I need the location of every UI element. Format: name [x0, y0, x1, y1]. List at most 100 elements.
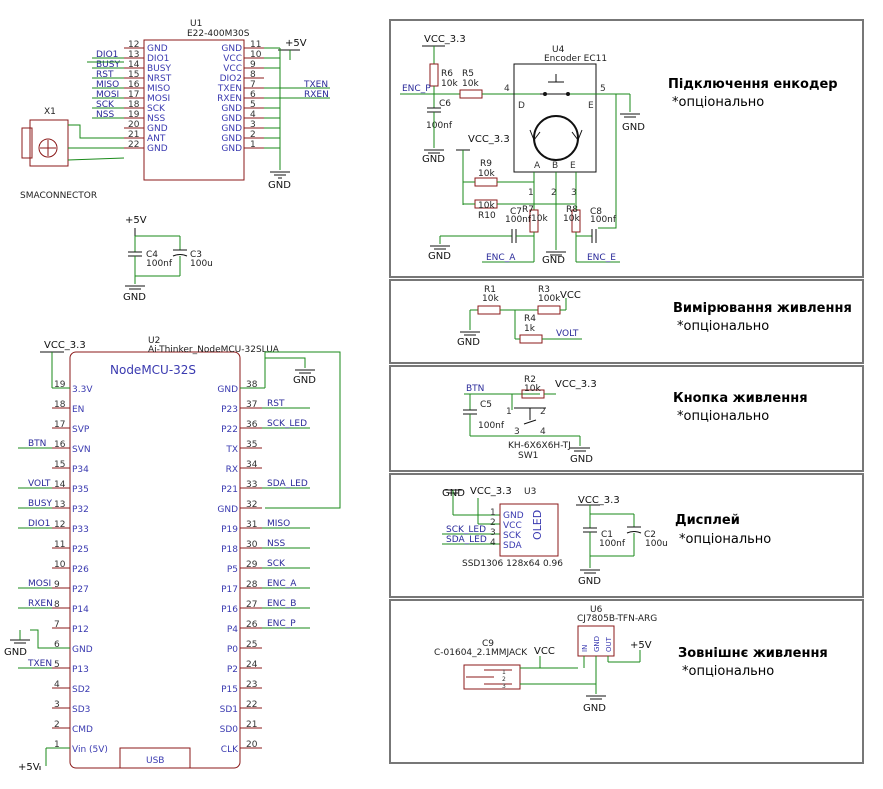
- oled-pin-num: 3: [490, 528, 496, 538]
- u1-pin-num: 6: [250, 90, 256, 100]
- svg-text:C3: C3: [190, 250, 202, 260]
- u2-pin-name: SVP: [72, 425, 90, 435]
- svg-text:OLED: OLED: [531, 510, 544, 540]
- u1-pin-name: MISO: [147, 84, 170, 94]
- power-meas-title: Вимірювання живлення: [673, 301, 852, 316]
- u2-pin-num: 35: [246, 440, 257, 450]
- svg-text:10k: 10k: [462, 79, 479, 89]
- u2-net-label: SCK: [267, 559, 286, 569]
- u2-pin-num: 5: [54, 660, 60, 670]
- u2-net-label: NSS: [267, 539, 285, 549]
- svg-text:R7: R7: [522, 205, 534, 215]
- u2-pin-num: 11: [54, 540, 65, 550]
- u1-net-label: RST: [96, 70, 114, 80]
- u2-net-label: RXEN: [28, 599, 53, 609]
- svg-text:2: 2: [540, 407, 546, 417]
- u1-pin-name: GND: [221, 44, 242, 54]
- u2-pin-num: 23: [246, 680, 257, 690]
- svg-text:SSD1306 128x64 0.96: SSD1306 128x64 0.96: [462, 559, 563, 569]
- u2-net-label: BUSY: [28, 499, 52, 509]
- reg-pin-name: OUT: [605, 636, 613, 652]
- svg-text:ENC_E: ENC_E: [587, 253, 616, 263]
- u2-pin-name: P23: [221, 405, 238, 415]
- u1-net-label: SCK: [96, 100, 115, 110]
- svg-text:GND: GND: [583, 703, 606, 714]
- u2-net-label: ENC_B: [267, 599, 296, 609]
- u2-pin-num: 24: [246, 660, 258, 670]
- u2-pin-name: P2: [227, 665, 238, 675]
- u1-pin-name: GND: [221, 134, 242, 144]
- u1-pin-name: GND: [221, 104, 242, 114]
- svg-text:+5V: +5V: [630, 640, 652, 651]
- u1-pin-name: GND: [147, 124, 168, 134]
- svg-text:GND: GND: [578, 576, 601, 587]
- u2-net-label: SDA_LED: [267, 479, 308, 489]
- u2-pin-num: 36: [246, 420, 258, 430]
- u2-pin-num: 25: [246, 640, 257, 650]
- svg-text:VCC_3.3: VCC_3.3: [555, 379, 597, 390]
- svg-text:10k: 10k: [478, 201, 495, 211]
- u2-pin-name: P17: [221, 585, 238, 595]
- ext-power-title: Зовнішнє живлення: [678, 646, 828, 661]
- u2-pin-name: Vin (5V): [72, 745, 108, 755]
- u1-pin-num: 16: [128, 80, 140, 90]
- u1-pin-num: 19: [128, 110, 140, 120]
- u1-pin-name: NRST: [147, 74, 172, 84]
- u2-pin-name: P19: [221, 525, 238, 535]
- svg-text:ENC_P: ENC_P: [402, 84, 431, 94]
- u2-pin-num: 16: [54, 440, 66, 450]
- svg-text:A: A: [534, 161, 541, 171]
- u1-pin-num: 14: [128, 60, 140, 70]
- svg-text:C5: C5: [480, 400, 492, 410]
- svg-text:VCC: VCC: [534, 646, 555, 657]
- svg-text:GND: GND: [542, 255, 565, 266]
- u1-pin-num: 10: [250, 50, 262, 60]
- u1-net-label: NSS: [96, 110, 114, 120]
- u1-pin-num: 21: [128, 130, 139, 140]
- svg-text:SDA_LED: SDA_LED: [446, 535, 487, 545]
- u2-pin-name: TX: [225, 445, 238, 455]
- u2-pin-num: 34: [246, 460, 258, 470]
- u2-pin-num: 19: [54, 380, 66, 390]
- u1-pin-num: 3: [250, 120, 256, 130]
- ext-power-note: *опціонально: [682, 664, 774, 679]
- svg-text:C6: C6: [439, 99, 451, 109]
- oled-pin-name: GND: [503, 511, 524, 521]
- svg-text:100nf: 100nf: [590, 215, 617, 225]
- svg-text:100k: 100k: [538, 294, 561, 304]
- svg-text:BTN: BTN: [466, 384, 484, 394]
- svg-text:10k: 10k: [531, 214, 548, 224]
- u2-net-label: ENC_P: [267, 619, 296, 629]
- u2-pin-name: P4: [227, 625, 238, 635]
- u2-pin-num: 7: [54, 620, 60, 630]
- svg-text:C4: C4: [146, 250, 158, 260]
- u2-pin-num: 28: [246, 580, 258, 590]
- u1-pin-num: 20: [128, 120, 140, 130]
- svg-text:U4: U4: [552, 45, 565, 55]
- jack-pin-num: 1: [502, 669, 506, 676]
- u1-pin-name: GND: [221, 114, 242, 124]
- power-btn-note: *опціонально: [677, 409, 769, 424]
- u2-pin-num: 26: [246, 620, 258, 630]
- oled-pin-num: 4: [490, 538, 496, 548]
- svg-text:SCK_LED: SCK_LED: [446, 525, 486, 535]
- svg-text:+5V: +5V: [18, 762, 40, 773]
- u2-pin-name: CMD: [72, 725, 93, 735]
- u2-pin-name: P5: [227, 565, 238, 575]
- u2-pin-num: 12: [54, 520, 65, 530]
- u2-pin-name: P35: [72, 485, 89, 495]
- power-btn-panel: [389, 365, 864, 472]
- svg-text:SMACONNECTOR: SMACONNECTOR: [20, 191, 97, 201]
- svg-text:5: 5: [600, 84, 606, 94]
- u2-pin-name: P32: [72, 505, 89, 515]
- power-btn-title: Кнопка живлення: [673, 391, 808, 406]
- u1-pin-num: 11: [250, 40, 261, 50]
- u1-pin-name: BUSY: [147, 64, 171, 74]
- u1-pin-num: 15: [128, 70, 139, 80]
- u2-pin-name: P0: [227, 645, 238, 655]
- u1-net-label: BUSY: [96, 60, 120, 70]
- svg-text:2: 2: [551, 188, 557, 198]
- display-title: Дисплей: [675, 513, 740, 528]
- u1-pin-name: VCC: [223, 64, 242, 74]
